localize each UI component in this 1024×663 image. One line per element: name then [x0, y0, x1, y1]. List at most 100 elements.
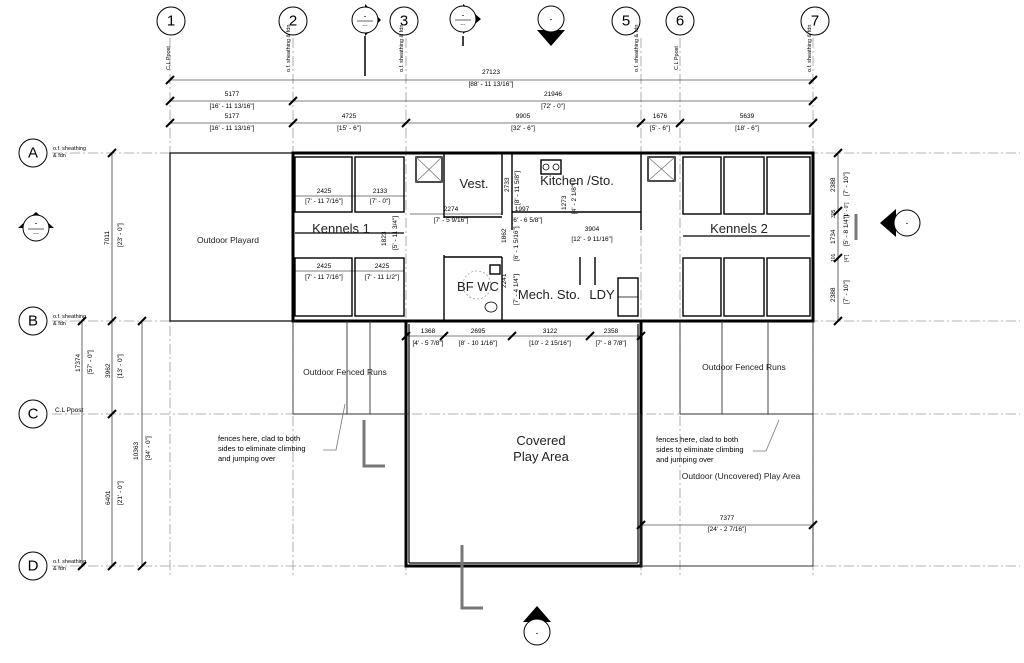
section-marker-top-2: - --- [449, 4, 481, 46]
svg-text:2425: 2425 [375, 263, 390, 270]
room-label-fenced-runs-right: Outdoor Fenced Runs [702, 362, 786, 372]
svg-text:and jumping over: and jumping over [656, 455, 714, 464]
svg-text:fences here, clad to both: fences here, clad to both [656, 435, 738, 444]
svg-text:C.L Ppost: C.L Ppost [55, 407, 83, 414]
svg-text:1823: 1823 [381, 231, 388, 246]
svg-text:sides to eliminate climbing: sides to eliminate climbing [218, 444, 306, 453]
svg-text:3962: 3962 [105, 363, 112, 378]
svg-text:[4' - 2 1/8"]: [4' - 2 1/8"] [571, 183, 578, 214]
svg-text:3: 3 [400, 13, 408, 30]
svg-text:1: 1 [167, 13, 175, 30]
grid-label-7: o.f. sheathing & fdn [807, 25, 813, 72]
grid-label-6: C.L Ppost [674, 46, 680, 70]
svg-text:and jumping over: and jumping over [218, 454, 276, 463]
svg-text:2733: 2733 [504, 177, 511, 192]
svg-text:7: 7 [811, 13, 819, 30]
svg-text:[23' - 0"]: [23' - 0"] [117, 223, 124, 247]
svg-text:[13' - 0"]: [13' - 0"] [117, 354, 124, 378]
svg-text:7011: 7011 [104, 231, 111, 245]
grid-column-bubble-3: 3 [389, 6, 419, 36]
svg-text:[5' - 6"]: [5' - 6"] [650, 125, 670, 132]
svg-text:[7' - 11 7/16"]: [7' - 11 7/16"] [305, 198, 343, 205]
svg-text:B: B [28, 313, 38, 330]
svg-text:[4' - 5 7/8"]: [4' - 5 7/8"] [412, 340, 443, 347]
svg-text:[7' - 4 1/4"]: [7' - 4 1/4"] [513, 274, 520, 305]
svg-text:C: C [28, 406, 39, 423]
svg-text:2425: 2425 [317, 188, 332, 195]
dimension-row-2: 5177 [16' - 11 13/16"] 21946 [72' - 0"] [165, 91, 818, 110]
svg-text:5177: 5177 [225, 113, 240, 120]
svg-text:305: 305 [831, 209, 837, 218]
svg-text:[34' - 0"]: [34' - 0"] [145, 436, 152, 460]
svg-text:5639: 5639 [740, 113, 755, 120]
svg-text:---: --- [34, 231, 39, 237]
svg-text:-: - [550, 15, 553, 24]
svg-text:A: A [28, 145, 38, 162]
room-label-kennels-1: Kennels 1 [312, 221, 370, 236]
svg-text:2388: 2388 [830, 177, 837, 192]
svg-text:o.f. sheathing: o.f. sheathing [53, 146, 86, 152]
svg-text:1273: 1273 [561, 195, 568, 210]
svg-text:[1' - 0"]: [1' - 0"] [844, 202, 850, 218]
dimension-overall: 27123 [88' - 11 13/16"] [165, 69, 818, 88]
svg-text:D: D [28, 558, 39, 575]
room-label-mech-sto: Mech. Sto. [518, 287, 580, 302]
svg-text:5: 5 [622, 13, 630, 30]
grid-column-bubble-6: 6 [665, 6, 695, 36]
svg-text:10363: 10363 [133, 442, 140, 460]
elevation-marker-top: - [537, 5, 565, 46]
room-label-vest: Vest. [460, 176, 489, 191]
dimension-kennel1-bottom: 2425 [7' - 11 7/16"] 2425 [7' - 11 1/2"] [295, 263, 404, 281]
svg-text:6401: 6401 [105, 490, 112, 505]
svg-text:7377: 7377 [720, 515, 735, 522]
svg-text:[7' - 11 1/2"]: [7' - 11 1/2"] [365, 274, 399, 281]
svg-text:3122: 3122 [543, 328, 558, 335]
elevation-marker-right: - [854, 209, 921, 240]
grid-label-3: o.f. sheathing & fdn [399, 25, 405, 72]
room-label-covered-play-2: Play Area [513, 449, 569, 464]
svg-text:[7' - 5 9/16"]: [7' - 5 9/16"] [434, 217, 469, 224]
grid-row-bubble-b: B o.f. sheathing & fdn [18, 306, 86, 336]
dimension-right-vertical: 2388 [7' - 10"] 1734 [5' - 8 1/4"] 2388 … [830, 148, 850, 326]
dimension-bottom-row: 1368 [4' - 5 7/8"] 2695 [8' - 10 1/16"] … [401, 328, 646, 347]
svg-text:2388: 2388 [830, 287, 837, 302]
svg-text:-: - [906, 219, 909, 228]
svg-text:5177: 5177 [225, 91, 240, 98]
svg-text:[7' - 10"]: [7' - 10"] [843, 280, 850, 304]
dimension-left-vertical: 7011 [23' - 0"] 17374 [57' - 0"] 3962 [1… [75, 148, 152, 571]
grid-row-bubble-d: D o.f. sheathing & fdn [18, 551, 86, 581]
grid-row-bubble-a: A o.f. sheathing & fdn [18, 138, 86, 168]
svg-text:-: - [536, 629, 539, 638]
svg-text:3904: 3904 [585, 226, 600, 233]
svg-text:[57' - 0"]: [57' - 0"] [87, 350, 94, 374]
svg-text:[7' - 8 7/8"]: [7' - 8 7/8"] [595, 340, 626, 347]
svg-text:[88' - 11 13/16"]: [88' - 11 13/16"] [469, 81, 514, 88]
note-fences-left: fences here, clad to both sides to elimi… [218, 403, 346, 463]
svg-text:9905: 9905 [516, 113, 531, 120]
svg-text:2133: 2133 [373, 188, 388, 195]
elevation-marker-left: - --- [18, 212, 54, 242]
grid-row-bubble-c: C C.L Ppost [18, 399, 83, 429]
svg-text:1862: 1862 [501, 228, 508, 243]
svg-text:-: - [364, 12, 367, 21]
grid-label-5: o.f. sheathing & fdn [634, 25, 640, 72]
svg-text:2358: 2358 [604, 328, 619, 335]
svg-text:[18' - 6"]: [18' - 6"] [735, 125, 759, 132]
dimension-interior-misc: 2274 [7' - 5 9/16"] 1997 [6' - 6 5/8"] 3… [381, 171, 613, 305]
svg-text:[7' - 11 7/16"]: [7' - 11 7/16"] [305, 274, 343, 281]
grid-column-bubble-7: 7 [800, 6, 830, 36]
svg-text:21946: 21946 [544, 91, 562, 98]
dimension-play-area: 7377 [24' - 2 7/16"] [636, 515, 818, 533]
room-label-outdoor-playard: Outdoor Playard [197, 235, 259, 245]
note-fences-right: fences here, clad to both sides to elimi… [656, 419, 780, 464]
svg-text:2241: 2241 [501, 273, 508, 288]
svg-text:& fdn: & fdn [53, 566, 66, 572]
svg-text:sides to eliminate climbing: sides to eliminate climbing [656, 445, 744, 454]
svg-text:[7' - 10"]: [7' - 10"] [843, 172, 850, 196]
building-walls [169, 151, 815, 610]
svg-text:1734: 1734 [830, 229, 837, 244]
section-marker-top-1: - --- [351, 4, 381, 76]
grid-label-2: o.f. sheathing & fdn [286, 25, 292, 72]
svg-text:-: - [35, 219, 38, 228]
